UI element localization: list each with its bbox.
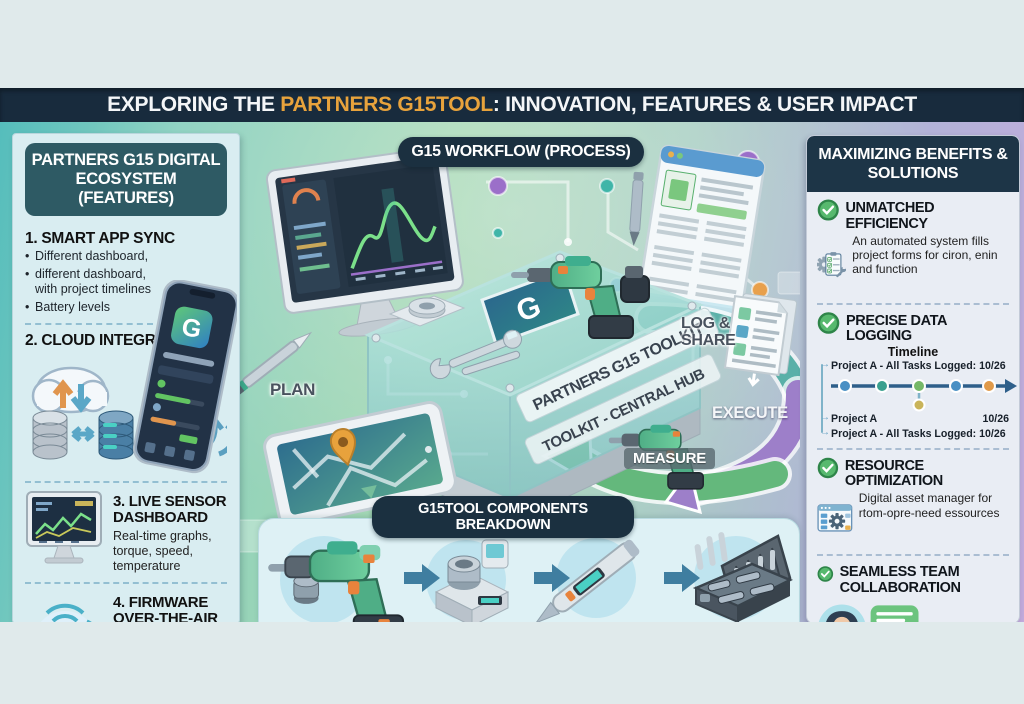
asset-manager-icon: [817, 504, 853, 532]
benefit1-desc: An automated system fills project forms …: [852, 233, 998, 277]
component-case: [692, 532, 793, 622]
map-tablet: [263, 401, 457, 527]
benefit3-desc: Digital asset manager for rtom-opre-need…: [858, 491, 1000, 520]
node-purple: [488, 176, 508, 196]
map-pin-icon: [329, 428, 357, 467]
banner-title: EXPLORING THE PARTNERS G15TOOL: INNOVATI…: [0, 88, 1024, 122]
right-panel: MAXIMIZING BENEFITS & SOLUTIONS UNMATCHE…: [806, 135, 1020, 622]
feature1-bullet: different dashboard, with project timeli…: [25, 267, 151, 298]
component-arrow-1: [404, 564, 440, 592]
feature4-heading: 4. FIRMWARE OVER-THE-AIR (OTA): [113, 593, 218, 622]
check-icon: [817, 457, 839, 479]
feature3: 3. LIVE SENSOR DASHBOARD Real-time graph…: [25, 490, 227, 574]
benefit2-heading: PRECISE DATA LOGGING: [846, 312, 947, 345]
right-panel-body: UNMATCHED EFFICIENCY: [807, 192, 1019, 622]
banner-suffix: : INNOVATION, FEATURES & USER IMPACT: [492, 93, 917, 116]
collaboration-avatars-icon: [818, 604, 919, 622]
timeline-axis: [831, 379, 1017, 412]
timeline-row-2-date: 10/26: [982, 413, 1009, 426]
component-arrow-2: [534, 564, 570, 592]
components-illustration: [268, 532, 793, 622]
benefit4-heading: SEAMLESS TEAM COLLABORATION: [839, 564, 961, 596]
node-teal-small: [492, 227, 504, 239]
component-dock: [434, 539, 510, 622]
node-teal: [599, 178, 615, 194]
left-panel-title: PARTNERS G15 DIGITAL ECOSYSTEM (FEATURES…: [25, 143, 227, 216]
timeline-title: Timeline: [887, 345, 939, 360]
infographic-canvas: G PARTNERS G15 TOOLKIT TOOLKIT - CENTRAL…: [0, 122, 1024, 622]
timeline-row-2-label: Project A: [831, 413, 878, 426]
benefit-precise-data-logging: PRECISE DATA LOGGING Timeline Project A …: [817, 311, 1017, 441]
workflow-illustration: G PARTNERS G15 TOOLKIT TOOLKIT - CENTRAL…: [238, 144, 800, 553]
smartphone-illustration: G: [132, 279, 239, 476]
right-panel-title: MAXIMIZING BENEFITS & SOLUTIONS: [807, 136, 1019, 193]
timeline-row-2: Project A 10/26: [820, 412, 1009, 426]
divider: [817, 302, 1009, 305]
component-drill: [268, 541, 405, 622]
left-panel-body: 1. SMART APP SYNC Different dashboard, d…: [13, 222, 239, 622]
hub-logo-badge: G: [480, 268, 580, 346]
wrench-icon: [429, 329, 523, 380]
components-title: G15TOOL COMPONENTS BREAKDOWN: [372, 496, 634, 538]
timeline: Project A - All Tasks Logged: 10/26: [817, 359, 1017, 441]
ota-drill-icon: [40, 603, 93, 622]
feature3-heading: 3. LIVE SENSOR DASHBOARD: [113, 492, 227, 526]
chat-bubble-green: [870, 605, 919, 622]
left-panel: PARTNERS G15 DIGITAL ECOSYSTEM (FEATURES…: [12, 133, 240, 622]
workflow-title: G15 WORKFLOW (PROCESS): [398, 137, 644, 167]
banner-prefix: EXPLORING THE: [107, 93, 281, 116]
automation-clipboard-icon: [817, 251, 847, 277]
component-pen: [534, 539, 640, 622]
step-measure: MEASURE: [624, 448, 715, 469]
database-icon: [32, 410, 134, 459]
step-log-share: LOG & SHARE: [681, 315, 736, 349]
feature3-desc: Real-time graphs, torque, speed, tempera…: [113, 528, 212, 573]
divider: [25, 581, 227, 584]
pencil-icon: [629, 171, 644, 246]
benefit1-heading: UNMATCHED EFFICIENCY: [845, 200, 935, 232]
divider: [25, 480, 227, 483]
check-icon: [817, 199, 839, 221]
check-icon: [817, 312, 840, 334]
benefit-resource-optimization: RESOURCE OPTIMIZATION: [817, 456, 1009, 547]
timeline-row-3: Project A - All Tasks Logged: 10/26: [820, 427, 1009, 441]
avatar-woman: [826, 610, 858, 622]
step-plan: PLAN: [270, 380, 316, 399]
sensor-monitor-icon: [26, 490, 102, 563]
timeline-row-1: Project A - All Tasks Logged: 10/26: [820, 359, 1009, 373]
gear-icon: [828, 513, 846, 530]
feature1-bullet: Battery levels: [25, 300, 151, 316]
dashboard-monitor: [265, 146, 464, 337]
wrench-icon: [836, 266, 847, 277]
benefit3-heading: RESOURCE OPTIMIZATION: [844, 457, 943, 490]
hub-drill: [511, 256, 650, 339]
divider: [817, 554, 1009, 557]
feature1-heading: 1. SMART APP SYNC: [25, 229, 175, 247]
divider: [25, 323, 153, 326]
check-icon: [817, 566, 834, 583]
benefit-seamless-collaboration: SEAMLESS TEAM COLLABORATION: [817, 562, 1009, 622]
nut-block: [388, 295, 466, 327]
feature1-bullet: Different dashboard,: [25, 249, 151, 265]
wifi-icon: [45, 603, 85, 622]
step-execute: EXECUTE: [712, 404, 788, 422]
banner-highlight: PARTNERS G15TOOL: [280, 93, 493, 116]
feature4: 4. FIRMWARE OVER-THE-AIR (OTA) Tool gett…: [25, 591, 227, 622]
benefit-unmatched-efficiency: UNMATCHED EFFICIENCY: [817, 198, 1009, 295]
component-arrow-3: [664, 564, 700, 592]
log-document: [723, 293, 798, 387]
report-window: [638, 144, 766, 319]
divider: [817, 447, 1009, 450]
cloud-icon: [31, 366, 110, 413]
feature1-bullets: Different dashboard, different dashboard…: [25, 249, 151, 316]
